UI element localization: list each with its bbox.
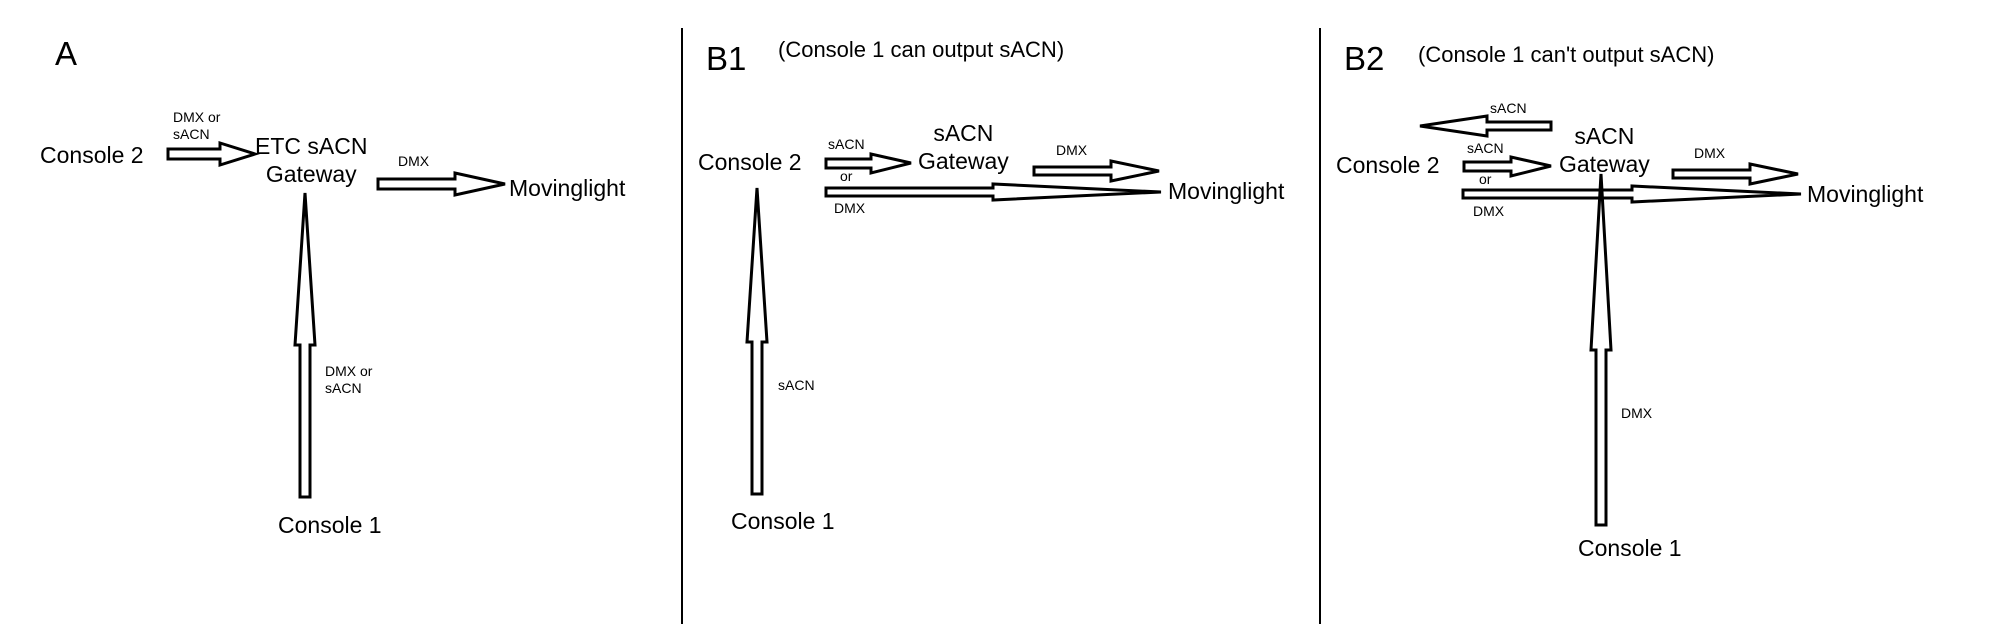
panel-b2-gateway-line-1: sACN [1574,123,1635,149]
panel-a-console-2-arrow-label-line-2: sACN [173,125,210,142]
panel-a-movinglight: Movinglight [509,175,626,201]
panel-b2-console-1-to-gateway-arrow [1589,173,1613,527]
panel-b1-gateway-line-1: sACN [933,120,994,146]
panel-b1-console-2-sacn-label: sACN [828,136,865,152]
panel-a-gateway-to-movinglight-arrow [376,171,506,197]
panel-a-console-1: Console 1 [278,512,382,538]
panel-b2-console-1: Console 1 [1578,535,1682,561]
panel-a-gateway-line-1: ETC sACN [255,133,368,159]
panel-a-console-1-arrow-label-line-2: sACN [325,379,362,396]
panel-b2-console-2-to-movinglight-arrow [1461,184,1802,204]
panel-b2-console-2-or-label: or [1479,171,1492,187]
panel-b2-gateway-out-label: DMX [1694,145,1726,161]
panel-b1-subtitle: (Console 1 can output sACN) [778,37,1065,62]
panel-b1-console-2-to-gateway-arrow [824,152,912,175]
panel-a-console-1-arrow-label: DMX or sACN [325,363,372,397]
panel-b2-movinglight: Movinglight [1807,181,1924,207]
panel-a-console-2-arrow-label: DMX or sACN [173,109,220,143]
panel-b1-console-2-to-movinglight-arrow [824,182,1162,202]
panel-a-title: A [55,35,78,72]
panel-a-console-1-to-gateway-arrow [293,192,317,499]
panel-a-console-2-arrow-label-line-1: DMX or [173,109,221,125]
panel-b1-gateway-line-2: Gateway [918,147,1009,174]
panel-b2-console-2-dmx-label: DMX [1473,203,1505,219]
panel-b2-gateway-to-console-2-label: sACN [1490,100,1527,116]
panel-b1-console-2-or-label: or [840,168,853,184]
panel-b1-gateway-to-movinglight-arrow [1032,159,1160,183]
panel-a-console-2: Console 2 [40,142,144,168]
panel-a-gateway: ETC sACN Gateway [255,133,367,188]
panel-b1-console-1-arrow-label: sACN [778,377,815,393]
panel-b2-console-2-sacn-label: sACN [1467,140,1504,156]
panel-b2-console-2-to-gateway-arrow [1462,155,1552,178]
panel-a-gateway-out-label: DMX [398,153,430,169]
panel-a-console-2-to-gateway-arrow [166,140,261,168]
divider-a-b1 [681,28,683,624]
panel-b1-console-1-to-console-2-arrow [745,187,769,496]
panel-b2-console-2: Console 2 [1336,152,1440,178]
panel-b2-subtitle: (Console 1 can't output sACN) [1418,42,1715,67]
panel-b1-console-2-dmx-label: DMX [834,200,866,216]
panel-b1-console-2: Console 2 [698,149,802,175]
divider-b1-b2 [1319,28,1321,624]
panel-b1-title: B1 [706,40,747,77]
panel-b2-gateway-to-movinglight-arrow [1671,162,1799,186]
panel-a-gateway-line-2: Gateway [265,160,357,187]
panel-b1-gateway-out-label: DMX [1056,142,1088,158]
panel-a-console-1-arrow-label-line-1: DMX or [325,363,373,379]
panel-b2-console-1-arrow-label: DMX [1621,405,1653,421]
panel-b1-gateway: sACN Gateway [918,120,1009,175]
panel-b2-gateway-line-2: Gateway [1559,150,1650,177]
panel-b1-movinglight: Movinglight [1168,178,1285,204]
panel-b1-console-1: Console 1 [731,508,835,534]
panel-b2-title: B2 [1344,40,1385,77]
panel-b2-gateway-to-console-2-arrow [1419,114,1553,138]
panel-b2-gateway: sACN Gateway [1559,123,1650,178]
